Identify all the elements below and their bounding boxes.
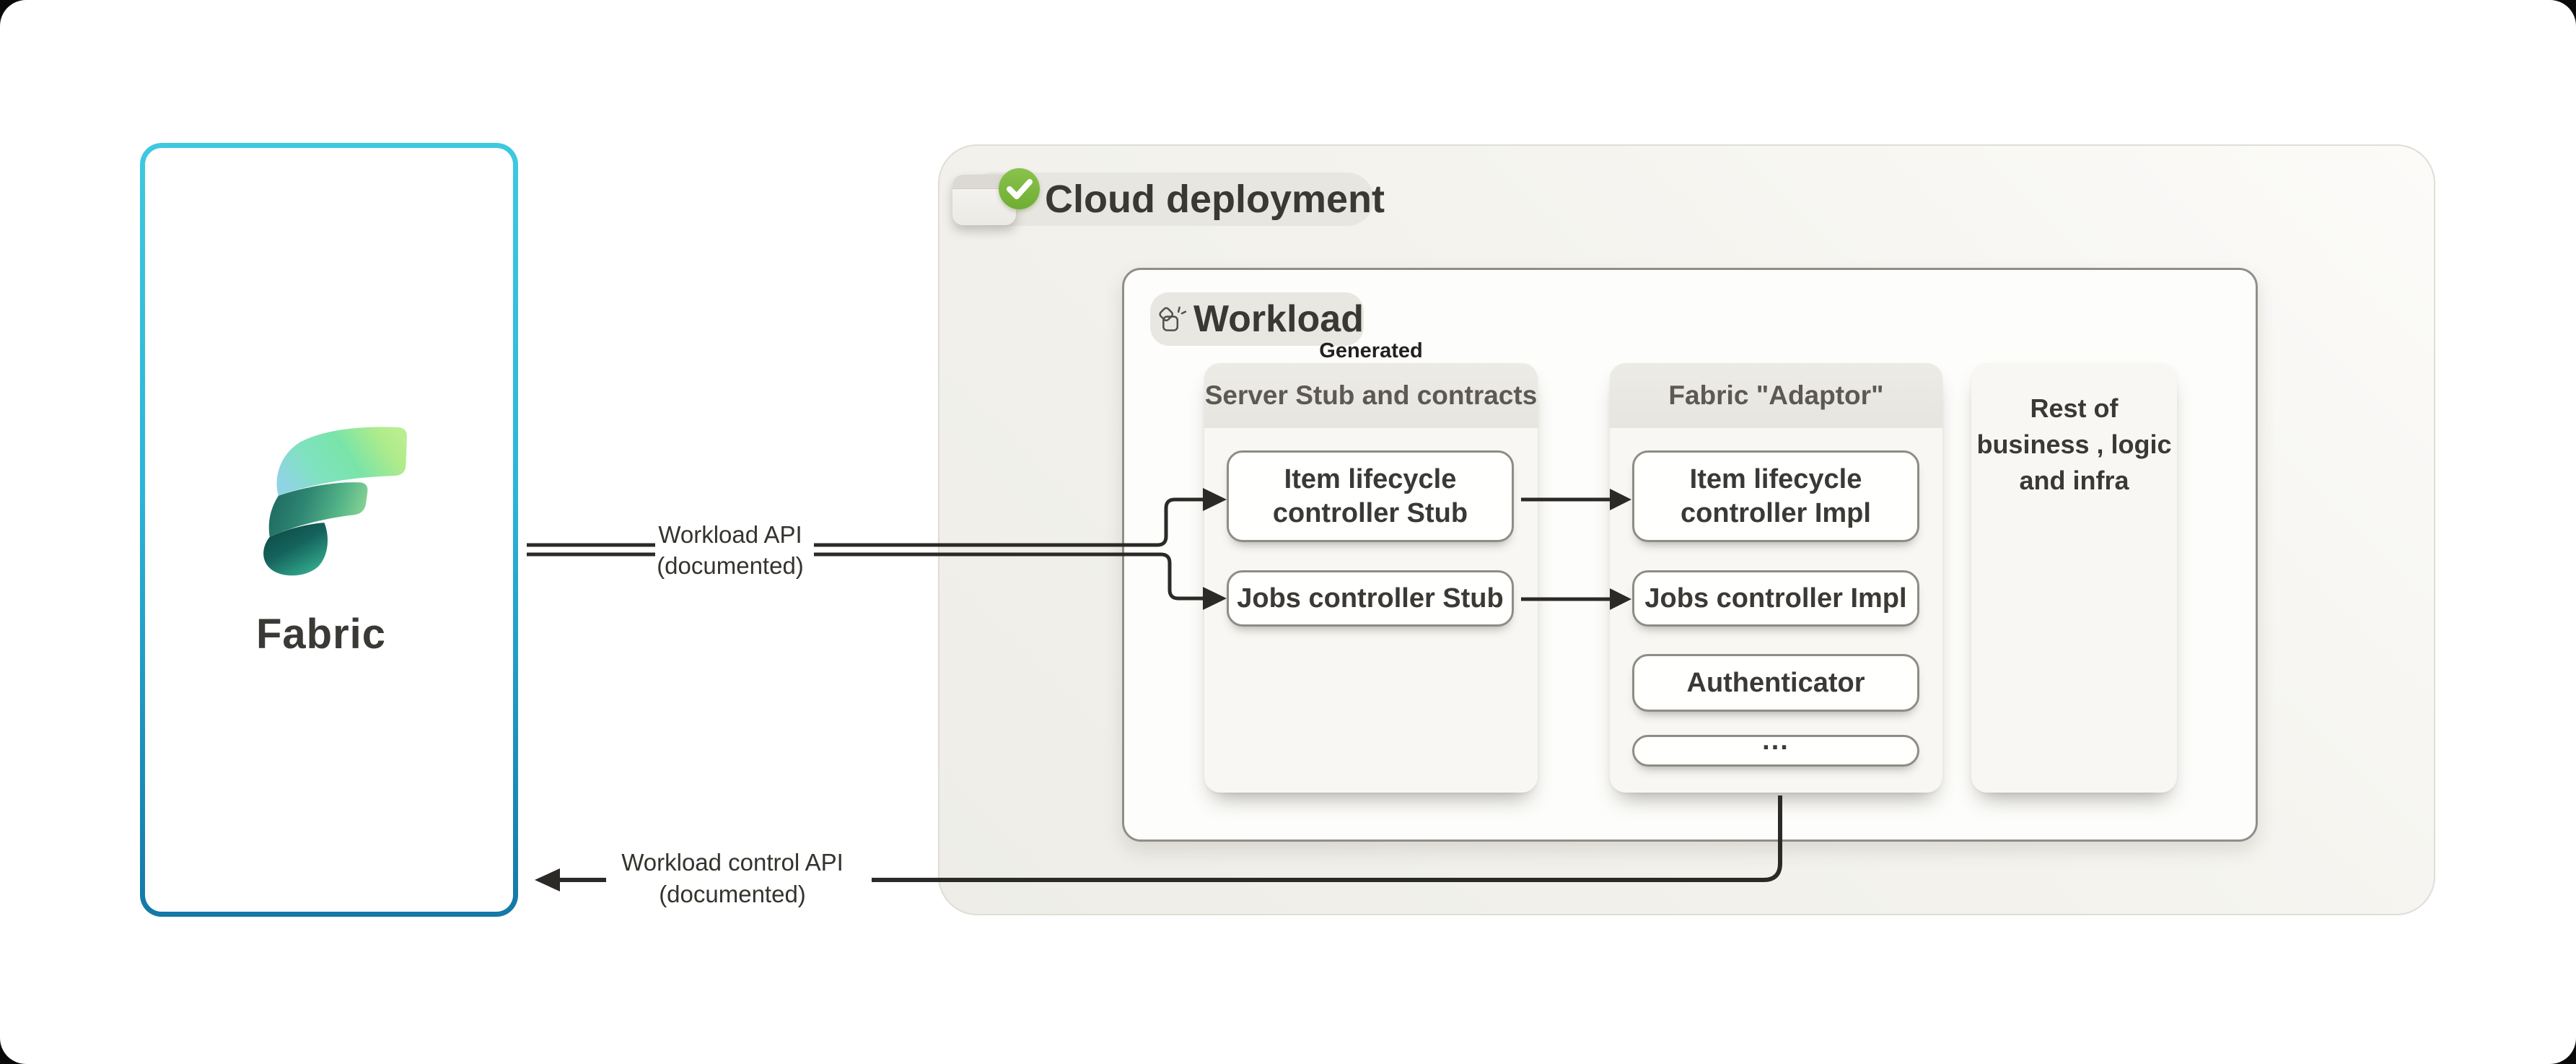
node-jobs-controller-impl: Jobs controller Impl <box>1632 570 1919 627</box>
generated-label: Generated <box>1319 339 1423 362</box>
column-fabric-adaptor-header: Fabric "Adaptor" <box>1610 363 1942 428</box>
node-ellipsis: ... <box>1632 725 1919 767</box>
node-item-lifecycle-controller-impl: Item lifecycle controller Impl <box>1632 450 1919 542</box>
arrowhead-workload-control <box>535 868 560 891</box>
node-authenticator: Authenticator <box>1632 654 1919 712</box>
workload-api-label-line2: (documented) <box>657 552 804 579</box>
workload-control-api-label-line2: (documented) <box>659 881 806 907</box>
shapes-sparkle-icon <box>1159 306 1187 331</box>
workload-control-api-label: Workload control API (documented) <box>603 847 862 910</box>
fabric-panel-body <box>145 148 513 912</box>
fabric-panel <box>140 143 518 917</box>
rest-line-2: business , logic <box>1976 429 2172 459</box>
node-jobs-controller-stub: Jobs controller Stub <box>1227 570 1514 627</box>
node-item-lifecycle-controller-stub: Item lifecycle controller Stub <box>1227 450 1514 542</box>
rest-line-1: Rest of <box>2030 393 2119 423</box>
check-icon <box>999 168 1040 209</box>
workload-pill: Workload <box>1150 292 1364 346</box>
workload-control-api-label-line1: Workload control API <box>621 849 844 876</box>
column-server-stub: Server Stub and contracts Item lifecycle… <box>1204 363 1538 793</box>
workload-api-label: Workload API (documented) <box>648 519 812 581</box>
column-server-stub-header: Server Stub and contracts <box>1204 363 1538 428</box>
workload-title: Workload <box>1193 298 1364 340</box>
fabric-label: Fabric <box>256 611 387 658</box>
column-fabric-adaptor: Fabric "Adaptor" Item lifecycle controll… <box>1610 363 1942 793</box>
column-rest-of-business: Rest of business , logic and infra <box>1971 363 2177 793</box>
ellipsis-label: ... <box>1762 725 1789 756</box>
fabric-logo-icon <box>263 427 407 576</box>
rest-line-3: and infra <box>2019 466 2129 495</box>
workload-api-label-line1: Workload API <box>658 521 802 548</box>
cloud-deployment-title: Cloud deployment <box>1045 178 1385 221</box>
